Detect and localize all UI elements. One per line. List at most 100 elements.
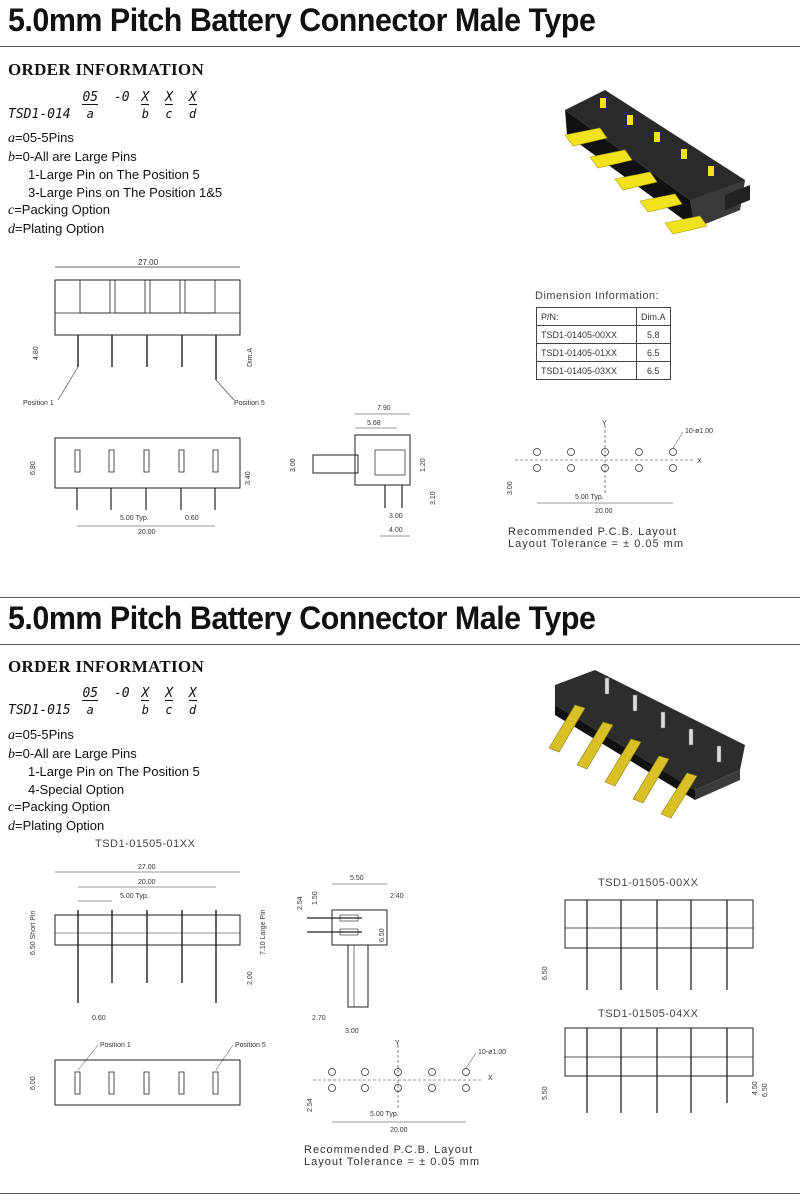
dim-large-pin: 7.10 Large Pin (260, 909, 267, 955)
option-b1: 1-Large Pin on The Position 5 (28, 167, 200, 182)
pcb-dim-500: 5.00 Typ. (575, 494, 604, 501)
side-view-drawing-2: 5.50 2.40 2.54 1.50 6.50 2.70 3.00 (297, 875, 404, 1035)
code-d-value: X (188, 90, 197, 105)
dim-300b: 3.00 (389, 513, 403, 520)
section2-options: a=05-5Pins b=0-All are Large Pins 1-Larg… (8, 726, 200, 835)
option-b3: 3-Large Pins on The Position 1&5 (28, 184, 223, 200)
code-d-label: d (189, 703, 197, 717)
pcb-dim-500: 5.00 Typ. (370, 1111, 399, 1118)
position5-label: Position 5 (234, 400, 265, 407)
bottom-view-drawing-1: 6.80 3.40 5.00 Typ. 0.60 20.00 (30, 437, 252, 536)
variant-main-label: TSD1-01505-01XX (95, 838, 196, 850)
dim-27: 27.00 (138, 258, 159, 267)
variant-b-drawing: 6.50 (542, 899, 754, 990)
dim-650b: 6.50 (542, 966, 549, 980)
dim-650c: 6.50 (762, 1083, 769, 1097)
part-prefix: TSD1-015 (8, 703, 71, 718)
dim-2000: 20.00 (138, 529, 156, 536)
dim-060: 0.60 (185, 515, 199, 522)
table-header-row: P/N:Dim.A (536, 307, 671, 326)
connector-3d-render-1 (564, 90, 750, 235)
code-a-value: 05 (82, 686, 99, 701)
holes-label: 10-ø1.00 (478, 1049, 506, 1056)
variant-c-drawing: 5.50 4.50 6.50 (542, 1027, 769, 1113)
dim-short-pin: 6.50 Short Pin (30, 911, 37, 955)
section1-rule (0, 46, 800, 47)
code-a-value: 05 (82, 90, 99, 105)
dim-a-label: Dim.A (247, 348, 254, 367)
dim-270: 2.70 (312, 1015, 326, 1022)
position1-label: Position 1 (23, 400, 54, 407)
variant-c-label: TSD1-01505-04XX (598, 1008, 699, 1020)
dim-20: 20.00 (138, 879, 156, 886)
option-c: c=Packing Option (8, 799, 110, 815)
pcb-note-1: Recommended P.C.B. Layout Layout Toleran… (508, 526, 685, 550)
dim-500-typ: 5.00 Typ. (120, 515, 149, 522)
axis-y: Y (395, 1040, 400, 1047)
section1-title: 5.0mm Pitch Battery Connector Male Type (8, 2, 596, 38)
dim-600: 6.00 (30, 1076, 37, 1090)
holes-label: 10-ø1.00 (685, 428, 713, 435)
option-d: d=Plating Option (8, 817, 105, 834)
option-c: c=Packing Option (8, 202, 110, 218)
pcb-dim-2000: 20.00 (595, 508, 613, 515)
axis-x: X (697, 458, 702, 465)
pcb-dim-254: 2.54 (307, 1098, 314, 1112)
code-b-value: X (141, 686, 150, 701)
option-a: a=05-5Pins (8, 727, 74, 743)
dim-310: 3.10 (430, 491, 437, 505)
code-a-label: a (86, 107, 94, 121)
dim-400: 4.00 (389, 527, 403, 534)
bottom-view-drawing-2: Position 1 Position 5 6.00 (30, 1042, 266, 1106)
code-d-value: X (188, 686, 197, 701)
section2-order-heading: ORDER INFORMATION (8, 657, 205, 676)
option-b: b=0-All are Large Pins (8, 148, 137, 165)
code-c-value: X (165, 90, 173, 105)
dim-550b: 5.50 (542, 1086, 549, 1100)
variant-b-label: TSD1-01505-00XX (598, 877, 699, 889)
pcb-note-2: Recommended P.C.B. Layout Layout Toleran… (304, 1144, 481, 1168)
front-view-drawing-2: 27.00 20.00 5.00 Typ. 6.50 Short Pin 7.1… (30, 864, 267, 1022)
section2-title: 5.0mm Pitch Battery Connector Male Type (8, 600, 596, 636)
dim-27: 27.00 (138, 864, 156, 871)
pcb-dim-300: 3.00 (507, 481, 514, 495)
code-b-label: b (141, 107, 149, 121)
dim-150: 1.50 (312, 891, 319, 905)
section2-top-rule (0, 597, 800, 598)
dim-500-typ: 5.00 Typ. (120, 893, 149, 900)
dim-340: 3.40 (245, 471, 252, 485)
code-c-label: c (165, 107, 173, 121)
pcb-layout-drawing-2: Y X 10-ø1.00 2.54 5.00 Typ. 20.00 (307, 1040, 506, 1134)
code-separator: -0 (113, 686, 130, 701)
position1-label: Position 1 (100, 1042, 131, 1049)
dim-120: 1.20 (420, 458, 427, 472)
option-a: a=05-5Pins (8, 130, 74, 146)
code-b-label: b (141, 703, 149, 717)
dim-550: 5.50 (350, 875, 364, 882)
option-d: d=Plating Option (8, 220, 105, 237)
dim-200: 2.00 (247, 971, 254, 985)
pcb-dim-2000: 20.00 (390, 1127, 408, 1134)
pcb-layout-drawing-1: Y X 10-ø1.00 3.00 5.00 Typ. 20.00 (507, 420, 713, 515)
section1-options: a=05-5Pins b=0-All are Large Pins 1-Larg… (8, 129, 222, 238)
dim-060: 0.60 (92, 1015, 106, 1022)
dim-450: 4.50 (752, 1081, 759, 1095)
option-b: b=0-All are Large Pins (8, 745, 137, 762)
code-a-label: a (86, 703, 94, 717)
connector-3d-render-2 (548, 670, 745, 819)
code-b-value: X (141, 90, 150, 105)
dim-300: 3.00 (290, 458, 297, 472)
dim-650: 6.50 (379, 928, 386, 942)
position5-label: Position 5 (235, 1042, 266, 1049)
dim-568: 5.68 (367, 420, 381, 427)
side-view-drawing-1: 7.90 5.68 3.00 1.20 3.10 3.00 4.00 (290, 405, 437, 537)
dim-680: 6.80 (30, 461, 37, 475)
dim-254: 2.54 (297, 896, 304, 910)
code-d-label: d (189, 107, 197, 121)
section2-rule (0, 644, 800, 645)
axis-x: X (488, 1075, 493, 1082)
